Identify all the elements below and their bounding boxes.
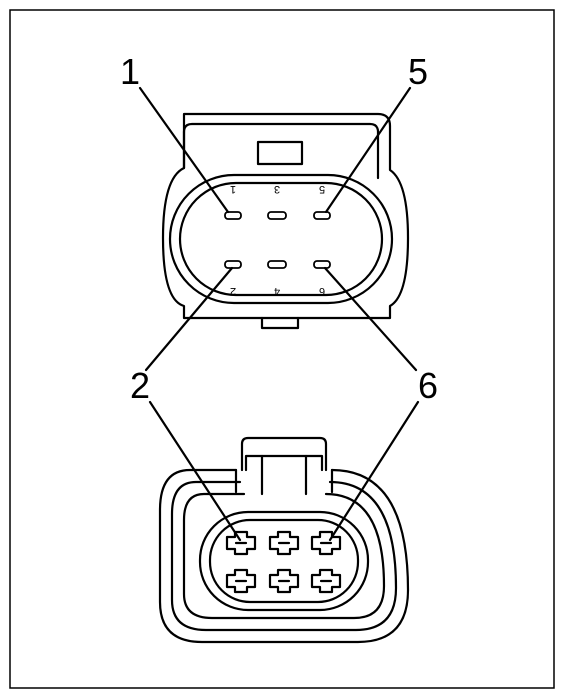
terminal-cavity [268, 530, 300, 556]
pin-number-3: 3 [274, 183, 280, 195]
lower-housing-outer [158, 468, 410, 644]
upper-housing-outline [161, 112, 410, 320]
leader-line-6b [328, 400, 420, 542]
terminal-cavity [268, 568, 300, 594]
pin-slot [267, 260, 287, 269]
upper-face-inner-ring [178, 181, 384, 297]
pin-slot [313, 211, 331, 220]
upper-latch-bottom [260, 316, 300, 330]
leader-line-2a [144, 266, 234, 372]
upper-connector: 1 3 5 2 4 6 [161, 112, 410, 330]
pin-number-4: 4 [274, 285, 280, 297]
callout-2: 2 [130, 365, 150, 406]
pin-slot [313, 260, 331, 269]
lower-connector [158, 436, 410, 644]
frame-border [9, 9, 555, 689]
lower-latch-outer [240, 436, 328, 472]
leader-line-6a [323, 266, 418, 372]
pin-number-1: 1 [230, 183, 236, 195]
pin-number-2: 2 [230, 285, 236, 297]
leader-line-5 [324, 86, 412, 214]
lower-cavity-outer [198, 510, 370, 612]
pin-slot [224, 211, 242, 220]
terminal-cavity [225, 530, 257, 556]
lower-housing-inner [182, 492, 386, 620]
terminal-cavity [310, 568, 342, 594]
upper-latch-top [256, 140, 304, 166]
leader-line-2b [148, 400, 242, 542]
lower-latch-inner [244, 454, 324, 472]
lower-cavity-inner [208, 518, 360, 604]
lower-housing-mid [170, 480, 398, 632]
upper-housing-top-wall [182, 122, 380, 180]
callout-6: 6 [418, 365, 438, 406]
callout-5: 5 [408, 51, 428, 92]
terminal-cavity [225, 568, 257, 594]
pin-number-6: 6 [319, 285, 325, 297]
upper-face-outer-ring [168, 173, 394, 305]
pin-number-5: 5 [319, 183, 325, 195]
pin-slot [267, 211, 287, 220]
callout-leaders [138, 86, 420, 542]
leader-line-1 [138, 86, 230, 214]
callout-1: 1 [120, 51, 140, 92]
